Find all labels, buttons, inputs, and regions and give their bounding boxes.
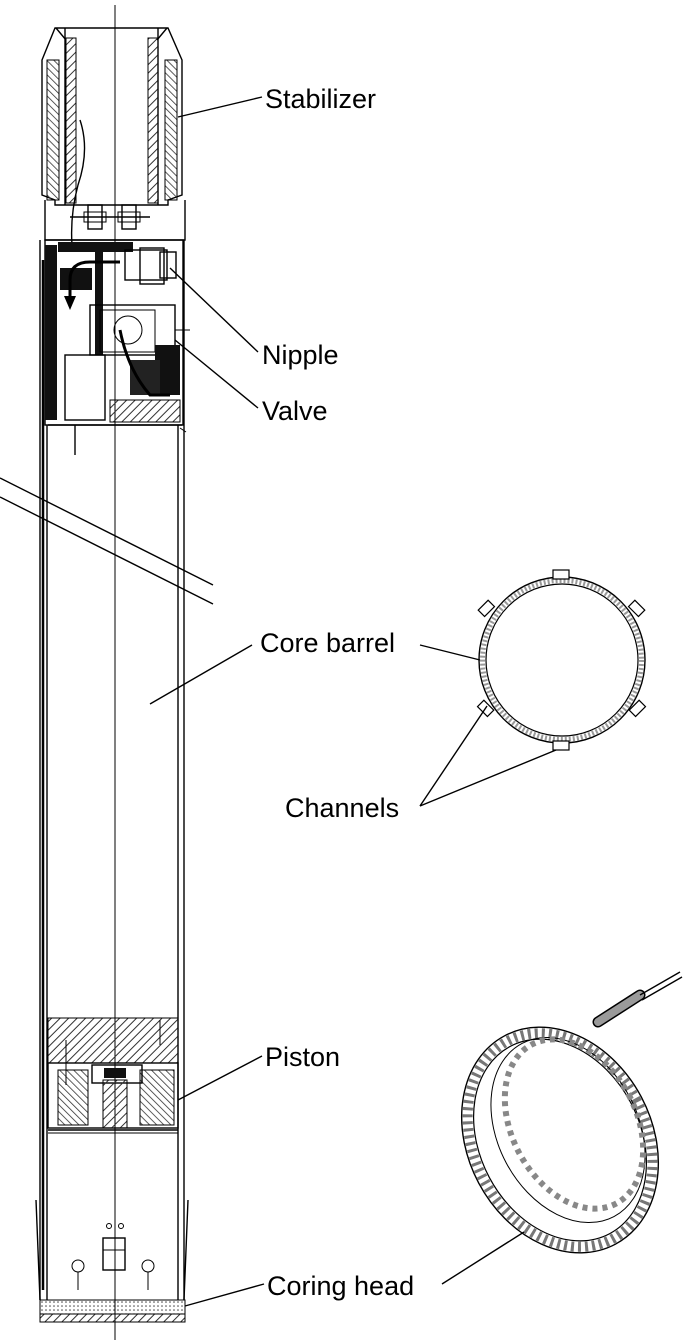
label-nipple: Nipple (262, 340, 339, 370)
label-coring-head: Coring head (267, 1271, 414, 1301)
coring-head-leader-left (184, 1283, 265, 1307)
label-piston: Piston (265, 1042, 340, 1072)
label-channels: Channels (285, 793, 399, 823)
valve-leader (174, 339, 259, 409)
coring-head-drawing (35, 1199, 189, 1323)
core-barrel-tube (39, 240, 185, 1300)
corer-body (0, 5, 214, 1340)
labels: Stabilizer Nipple Valve Core barrel Chan… (260, 84, 414, 1301)
channels-leader-2 (419, 749, 557, 807)
core-barrel-leader-left (149, 644, 253, 705)
valve-mechanism (44, 239, 190, 455)
cable-lines (0, 477, 214, 605)
label-stabilizer: Stabilizer (265, 84, 376, 114)
label-core-barrel: Core barrel (260, 628, 395, 658)
stabilizer-drawing (41, 27, 186, 246)
channel-marks (476, 569, 647, 751)
core-barrel-leader-right (419, 644, 481, 661)
barrel-cross-section (476, 569, 647, 751)
channels-leader-1 (419, 705, 488, 807)
coring-head-leader-right (441, 1231, 525, 1285)
piston-drawing (47, 1017, 179, 1134)
leader-lines (149, 96, 557, 1307)
nipple-leader (169, 267, 259, 353)
label-valve: Valve (262, 396, 328, 426)
stabilizer-leader (177, 96, 263, 118)
piston-leader (177, 1055, 263, 1101)
coring-head-ring (460, 971, 683, 1254)
